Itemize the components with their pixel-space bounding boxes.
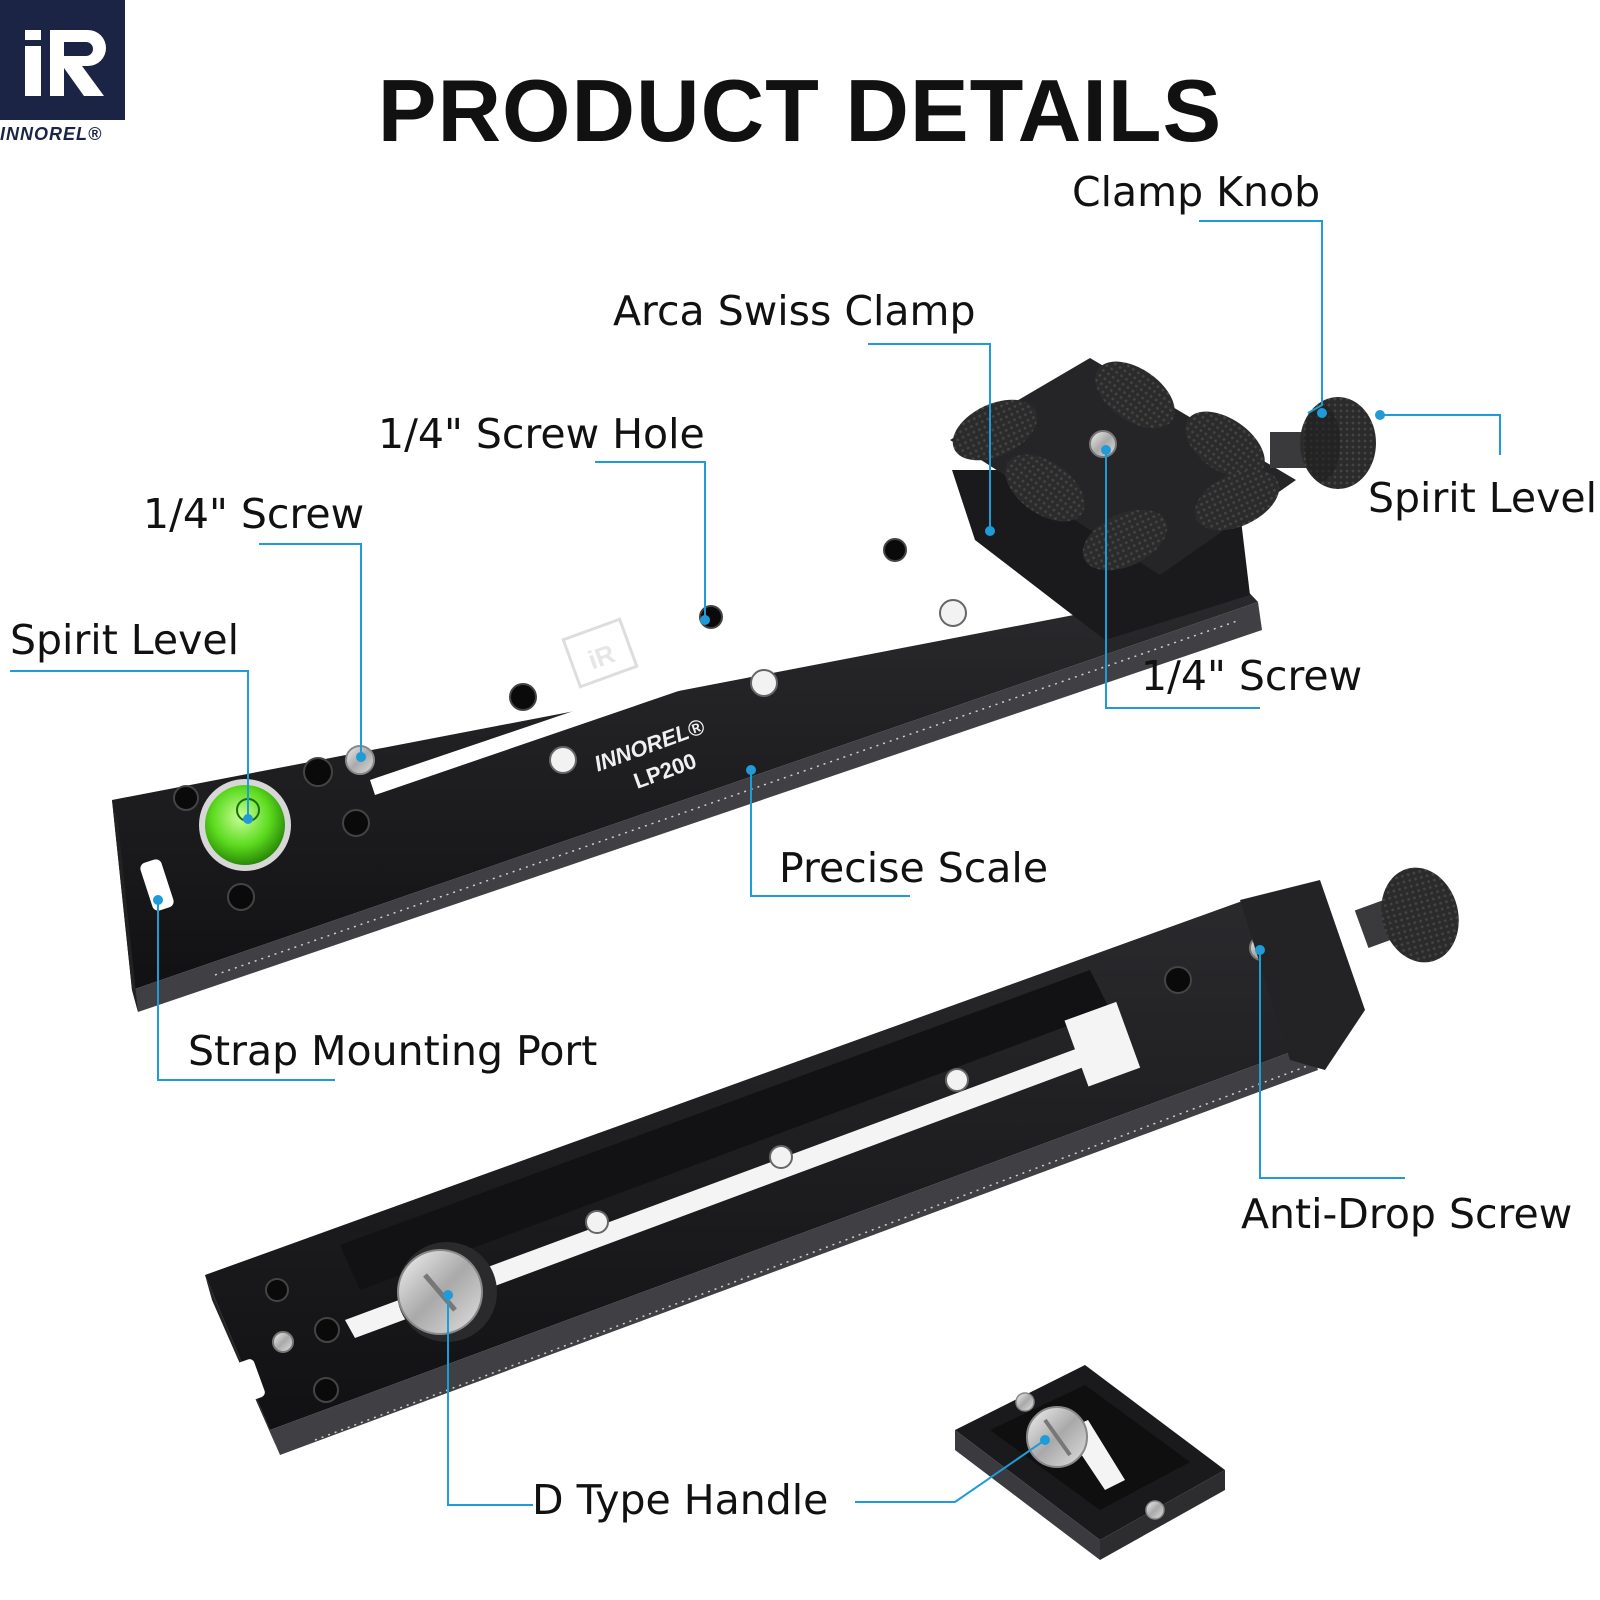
label-clamp-knob: Clamp Knob: [1072, 168, 1321, 216]
label-strap-mounting-port: Strap Mounting Port: [188, 1027, 598, 1075]
page-title: PRODUCT DETAILS: [377, 61, 1223, 160]
label-d-type-handle: D Type Handle: [532, 1476, 829, 1524]
label-precise-scale: Precise Scale: [779, 844, 1049, 892]
label-spirit-level-right: Spirit Level: [1368, 474, 1598, 522]
label-arca-swiss-clamp: Arca Swiss Clamp: [613, 287, 976, 335]
label-screw-top: 1/4" Screw: [143, 490, 365, 538]
label-spirit-level-left: Spirit Level: [10, 616, 240, 664]
label-anti-drop-screw: Anti-Drop Screw: [1241, 1190, 1573, 1238]
logo-icon: [25, 30, 106, 96]
arca-swiss-clamp-body: [950, 358, 1296, 640]
quick-release-plate: [955, 1365, 1225, 1560]
brand-logo: [0, 0, 125, 120]
label-screw-hole: 1/4" Screw Hole: [378, 410, 705, 458]
spirit-level-icon: [199, 779, 291, 871]
label-screw-right: 1/4" Screw: [1141, 652, 1363, 700]
bottom-rail: [205, 867, 1459, 1455]
knurled-knob-icon: [1270, 397, 1376, 489]
leader-lines: [10, 220, 1501, 1506]
leader-dots: [153, 408, 1385, 1445]
top-rail: iR: [112, 538, 1262, 1012]
logo-wordmark: INNOREL®: [0, 124, 103, 144]
svg-text:iR: iR: [584, 638, 619, 675]
